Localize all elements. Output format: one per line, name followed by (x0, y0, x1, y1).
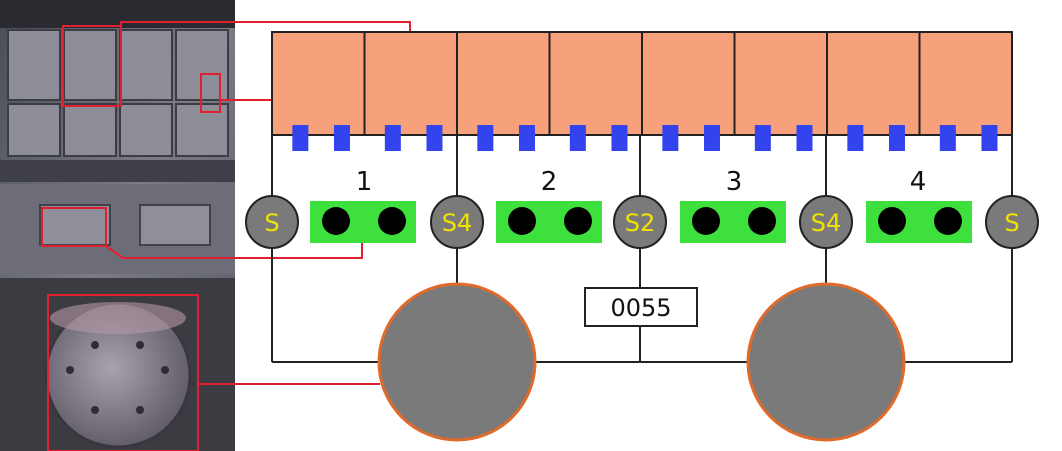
brake-block-7 (826, 31, 921, 136)
bolt-13 (847, 125, 864, 151)
brake-block-8 (918, 31, 1013, 136)
sensor-1: S (245, 195, 299, 249)
sensor-4-label: S4 (811, 209, 842, 237)
sensor-3-label: S2 (625, 209, 656, 237)
sensor-4: S4 (799, 195, 853, 249)
photo-bracket-2 (139, 204, 211, 246)
sensor-1-label: S (264, 209, 279, 237)
center-box: 0055 (584, 287, 698, 327)
callout-box-wheel (47, 294, 199, 451)
photo-callouts (41, 25, 221, 451)
wheels (377, 282, 906, 442)
bolt-8 (611, 125, 628, 151)
bolt-11 (754, 125, 771, 151)
pads (310, 201, 972, 243)
callout-box-bolt (200, 73, 221, 113)
brake-block-2 (363, 31, 458, 136)
pad-3 (680, 201, 786, 243)
wheel-left (377, 282, 537, 442)
sensor-2-label: S4 (442, 209, 473, 237)
photo-beam (0, 160, 235, 182)
photo-bracket (39, 204, 111, 246)
bolt-14 (888, 125, 905, 151)
group-labels: 1 2 3 4 (356, 167, 927, 197)
callout-box-pad (41, 207, 107, 247)
pad-1 (310, 201, 416, 243)
brake-block-3 (456, 31, 551, 136)
photo-panel (0, 0, 235, 451)
bolt-9 (662, 125, 679, 151)
bolt-15 (939, 125, 956, 151)
bolt-4 (426, 125, 443, 151)
bolt-10 (703, 125, 720, 151)
group-label-2: 2 (541, 167, 558, 197)
sensors: S S4 S2 S4 S (245, 195, 1039, 249)
pad-4 (866, 201, 972, 243)
bolt-6 (518, 125, 535, 151)
sensor-3: S2 (613, 195, 667, 249)
photo-hub-rim (50, 302, 186, 334)
photo-hub-bolts (66, 341, 169, 414)
sensor-5: S (985, 195, 1039, 249)
brake-block-5 (641, 31, 736, 136)
callout-line-block (120, 21, 411, 32)
brake-blocks (271, 31, 1013, 136)
group-label-3: 3 (726, 167, 743, 197)
bolt-5 (477, 125, 494, 151)
bolt-16 (981, 125, 998, 151)
group-label-1: 1 (356, 167, 373, 197)
bolt-2 (333, 125, 350, 151)
pad-2 (496, 201, 602, 243)
center-box-label: 0055 (610, 294, 671, 322)
brake-block-4 (548, 31, 643, 136)
bolt-7 (569, 125, 586, 151)
photo-top-shadow (0, 0, 235, 28)
callout-line-pad (105, 242, 363, 259)
sensor-2: S4 (430, 195, 484, 249)
group-label-4: 4 (910, 167, 927, 197)
brake-block-6 (733, 31, 828, 136)
bolts (292, 125, 998, 151)
bolt-1 (292, 125, 309, 151)
bolt-12 (796, 125, 813, 151)
callout-box-brake-block (62, 25, 122, 107)
brake-block-1 (271, 31, 366, 136)
sensor-5-label: S (1004, 209, 1019, 237)
wheel-right (746, 282, 906, 442)
bolt-3 (384, 125, 401, 151)
